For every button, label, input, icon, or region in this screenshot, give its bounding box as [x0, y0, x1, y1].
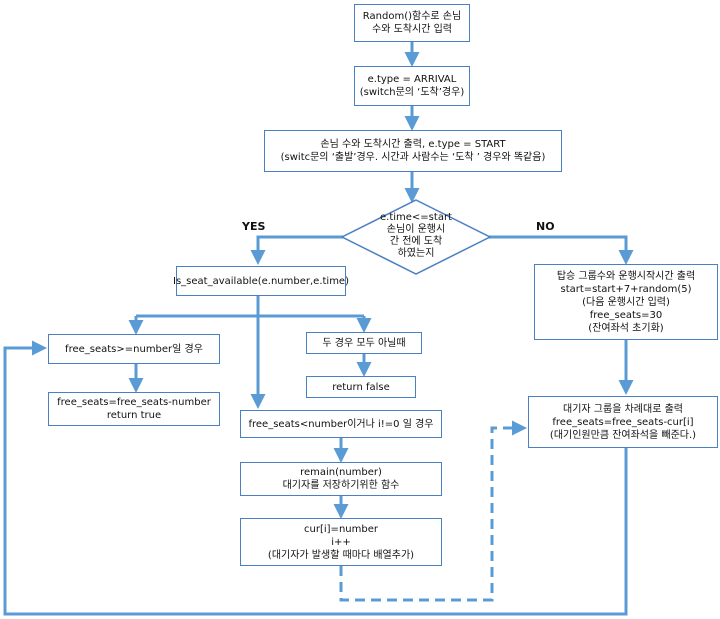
free-ge-box: free_seats>=number일 경우 [48, 334, 220, 364]
free-ge-line: free_seats>=number일 경우 [65, 343, 203, 355]
is-seat-available-box: Is_seat_available(e.number,e.time) [173, 266, 349, 296]
free-minus-line-1: free_seats=free_seats-number [57, 397, 211, 408]
yes-label: YES [242, 220, 266, 233]
return-false-box: return false [306, 376, 416, 398]
cur-line-3: (대기자가 발생할 때마다 배열추가) [267, 549, 415, 561]
cur-line-2: i++ [331, 536, 351, 548]
boarding-box: 탑승 그룹수와 운행시작시간 출력 start=start+7+random(5… [534, 264, 718, 340]
arrival-line-2: (switch문의 ‘도착’경우) [359, 87, 465, 98]
arrival-line-1: e.type = ARRIVAL [367, 74, 457, 85]
free-lt-line: free_seats<number이거나 i!=0 일 경우 [248, 418, 434, 430]
waiting-box: 대기자 그룹을 차례대로 출력 free_seats=free_seats-cu… [528, 396, 718, 448]
is-seat-available-line: Is_seat_available(e.number,e.time) [173, 275, 349, 287]
return-false-line: return false [332, 381, 390, 393]
free-minus-line-2: return true [106, 410, 162, 421]
cur-box: cur[i]=number i++ (대기자가 발생할 때마다 배열추가) [240, 518, 442, 566]
arrival-box: e.type = ARRIVAL (switch문의 ‘도착’경우) [354, 66, 470, 106]
arrow-loop-back [3, 340, 628, 616]
arrow-no-branch [488, 235, 634, 265]
remain-line-1: remain(number) [300, 467, 382, 478]
boarding-line-1: 탑승 그룹수와 운행시작시간 출력 [556, 270, 696, 282]
decision-line-2: 손님이 운행시 [386, 224, 446, 235]
input-line-1: Random()함수로 손님 [362, 11, 462, 22]
arrow-dashed-cur-to-waiting [339, 420, 527, 602]
print-start-line-2: (switc문의 ‘출발’경우. 시간과 사람수는 ‘도착 ’ 경우와 똑같음) [280, 152, 546, 163]
no-label: NO [536, 220, 555, 233]
neither-box: 두 경우 모두 아닐때 [306, 332, 422, 354]
boarding-line-2: start=start+7+random(5) [560, 283, 692, 295]
boarding-line-3: (다음 운행시간 입력) [582, 296, 670, 308]
input-line-2: 수와 도착시간 입력 [372, 24, 452, 35]
boarding-line-4: free_seats=30 [589, 309, 663, 321]
neither-line: 두 경우 모두 아닐때 [322, 337, 406, 349]
waiting-line-2: free_seats=free_seats-cur[i] [552, 416, 694, 428]
arrow-yes-branch [250, 235, 343, 265]
print-start-box: 손님 수와 도착시간 출력, e.type = START (switc문의 ‘… [264, 130, 562, 172]
input-box: Random()함수로 손님 수와 도착시간 입력 [354, 4, 470, 42]
decision-diamond [340, 199, 492, 275]
free-lt-box: free_seats<number이거나 i!=0 일 경우 [240, 410, 442, 438]
waiting-line-3: (대기인원만큼 잔여좌석을 빼준다.) [549, 429, 697, 441]
print-start-line-1: 손님 수와 도착시간 출력, e.type = START [320, 139, 506, 150]
waiting-line-1: 대기자 그룹을 차례대로 출력 [563, 403, 683, 415]
remain-box: remain(number) 대기자를 저장하기위한 함수 [240, 462, 442, 496]
decision-text: e.time<=start 손님이 운행시 간 전에 도착 하였는지 [366, 212, 466, 260]
decision-line-1: e.time<=start [380, 212, 452, 223]
boarding-line-5: (잔여좌석 초기화) [588, 322, 664, 334]
free-minus-box: free_seats=free_seats-number return true [48, 392, 220, 426]
decision-line-4: 하였는지 [397, 248, 435, 259]
decision-line-3: 간 전에 도착 [389, 236, 443, 247]
remain-line-2: 대기자를 저장하기위한 함수 [282, 480, 400, 491]
cur-line-1: cur[i]=number [304, 523, 378, 535]
